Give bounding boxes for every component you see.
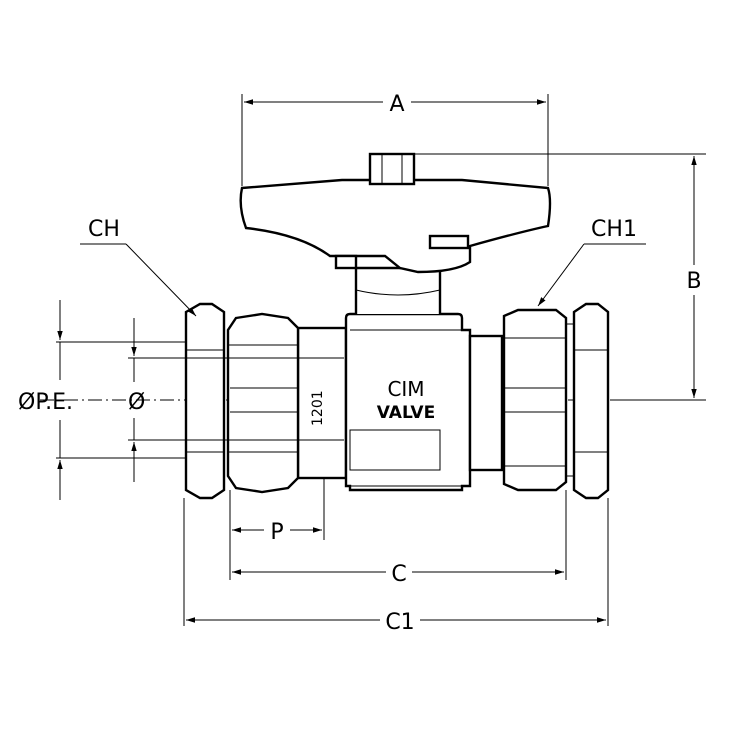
leader-ch1	[537, 243, 585, 307]
brand-mark: CIM	[387, 377, 424, 401]
hex-nut-left	[184, 302, 226, 500]
handle-nut	[368, 152, 416, 186]
brand-sub-mark: VALVE	[377, 403, 435, 423]
pipe-segment	[296, 326, 348, 480]
seat-ring	[468, 334, 504, 472]
size-code-mark: 1201	[310, 390, 326, 426]
dim-label-diameter: Ø	[128, 390, 145, 415]
dim-label-c1: C1	[385, 610, 414, 635]
dim-label-ch: CH	[88, 217, 120, 242]
dim-label-b: B	[686, 269, 701, 294]
union-hex-right	[502, 308, 568, 492]
hex-nut-right	[572, 302, 610, 500]
central-body	[344, 312, 472, 492]
lever-tab	[428, 234, 470, 250]
dim-label-pe-diameter: ØP.E.	[18, 390, 73, 415]
dim-label-ch1: CH1	[591, 217, 637, 242]
butterfly-handle	[239, 178, 552, 274]
dim-label-p: P	[270, 520, 283, 545]
valve-body	[184, 152, 610, 500]
stem	[354, 266, 442, 314]
union-nut-left	[226, 312, 300, 494]
stop-tab	[334, 254, 358, 270]
leader-ch	[125, 243, 197, 317]
dim-label-c: C	[391, 562, 406, 587]
dim-label-a: A	[389, 92, 404, 117]
